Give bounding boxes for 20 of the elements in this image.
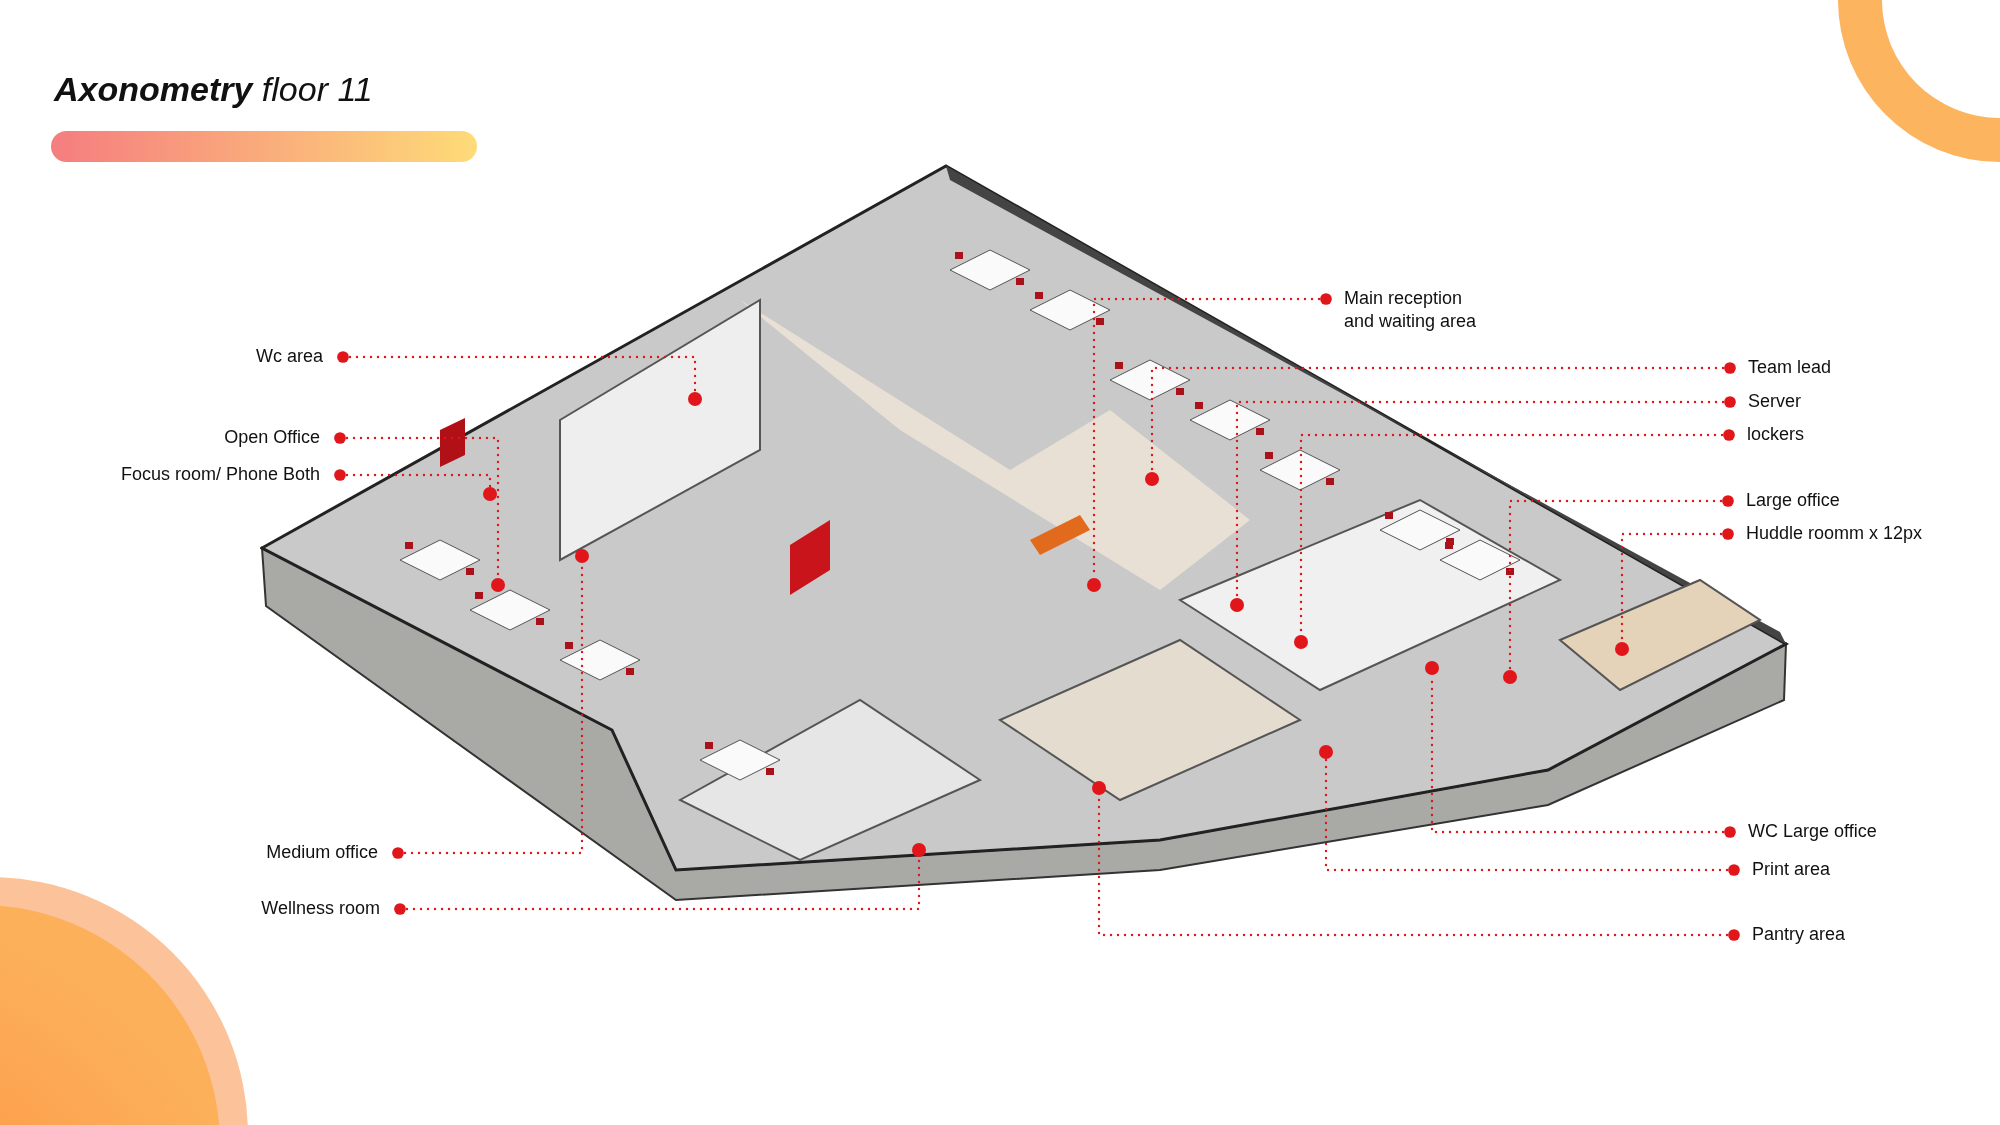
leader-line	[337, 351, 697, 394]
leader-line	[1508, 495, 1734, 672]
room-label: Pantry area	[1734, 923, 1846, 946]
room-label: Main reception and waiting area	[1326, 287, 1484, 333]
room-label: Open Office	[224, 426, 340, 449]
room-label: Focus room/ Phone Both	[120, 463, 340, 486]
room-label: Print area	[1734, 858, 1831, 881]
room-label: Wc area	[255, 345, 343, 368]
room-label: WC Large office	[1730, 820, 1877, 843]
room-label: Medium office	[266, 841, 398, 864]
room-label: Large office	[1728, 489, 1840, 512]
room-label: Huddle roomm x 12px	[1728, 522, 1923, 545]
title: Axonometry floor 11	[54, 70, 373, 109]
room-label: lockers	[1729, 423, 1804, 446]
title-underline-bar	[51, 131, 477, 162]
room-label: Server	[1730, 390, 1801, 413]
leader-line	[334, 469, 492, 489]
room-label: Team lead	[1730, 356, 1832, 379]
room-label: Wellness room	[261, 897, 400, 920]
leader-line	[1324, 757, 1740, 876]
